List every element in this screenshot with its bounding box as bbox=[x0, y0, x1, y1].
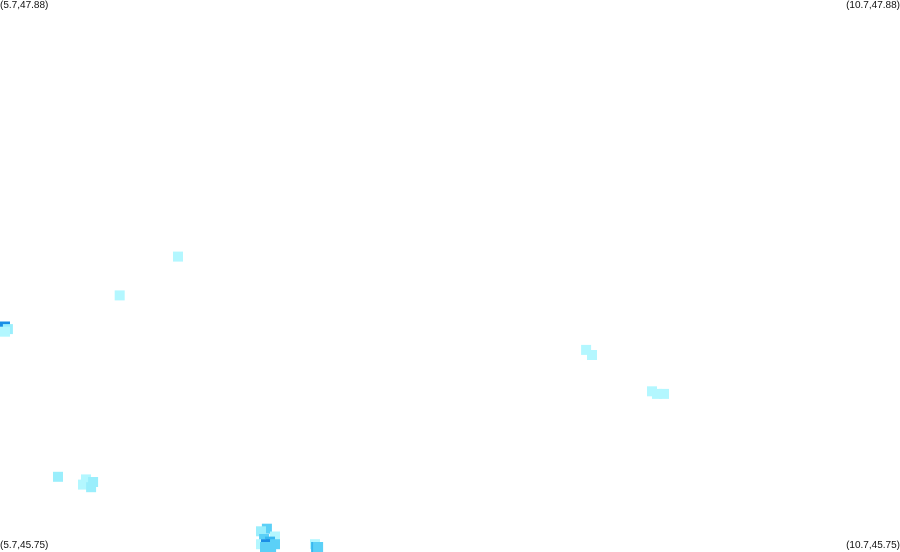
raster-cell bbox=[581, 344, 592, 355]
raster-cell bbox=[81, 474, 91, 485]
raster-cell bbox=[114, 290, 125, 301]
corner-label-bottom-right: (10.7,45.75) bbox=[846, 540, 900, 551]
raster-cell bbox=[259, 534, 270, 544]
raster-cell bbox=[659, 388, 669, 399]
raster-cell bbox=[260, 542, 270, 552]
raster-cell bbox=[0, 326, 10, 337]
raster-cell bbox=[587, 350, 597, 360]
raster-cell bbox=[173, 251, 183, 262]
raster-cell bbox=[266, 542, 277, 552]
raster-cell bbox=[256, 526, 266, 537]
corner-label-bottom-left: (5.7,45.75) bbox=[0, 540, 49, 551]
raster-cell bbox=[270, 531, 280, 542]
raster-cell bbox=[313, 542, 324, 552]
raster-cell bbox=[78, 479, 88, 490]
corner-label-top-left: (5.7,47.88) bbox=[0, 0, 49, 11]
raster-cell bbox=[53, 471, 63, 482]
raster-cell bbox=[86, 482, 97, 493]
raster-cell bbox=[88, 477, 99, 487]
raster-cell bbox=[261, 523, 272, 534]
corner-label-top-right: (10.7,47.88) bbox=[846, 0, 900, 11]
raster-cell bbox=[652, 388, 662, 399]
